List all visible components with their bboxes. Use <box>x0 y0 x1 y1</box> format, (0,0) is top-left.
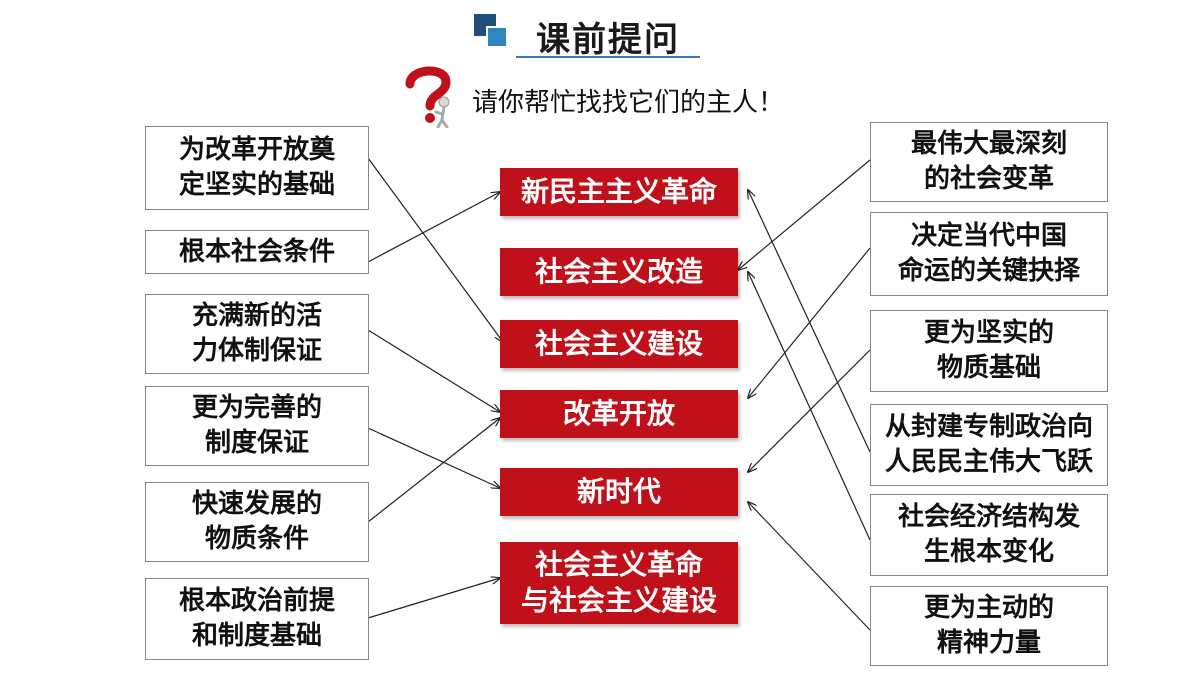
connector-arrow <box>748 190 871 453</box>
title-underline <box>516 56 700 58</box>
center-box: 新时代 <box>500 468 738 516</box>
connector-arrow <box>738 159 871 270</box>
right-item-box: 更为主动的 精神力量 <box>870 586 1108 666</box>
connector-arrow <box>748 502 871 631</box>
connector-arrow <box>367 427 500 488</box>
page-title: 课前提问 <box>536 20 680 60</box>
right-item-box: 社会经济结构发 生根本变化 <box>870 494 1108 576</box>
left-item-box: 根本社会条件 <box>145 230 369 274</box>
center-box: 新民主主义革命 <box>500 168 738 216</box>
right-item-box: 决定当代中国 命运的关键抉择 <box>870 212 1108 296</box>
connector-arrow <box>748 247 871 398</box>
title-block: 课前提问 <box>470 8 700 60</box>
connector-arrow <box>367 157 503 342</box>
center-box: 社会主义改造 <box>500 248 738 296</box>
right-item-box: 更为坚实的 物质基础 <box>870 310 1108 392</box>
left-item-box: 快速发展的 物质条件 <box>145 482 369 562</box>
left-item-box: 充满新的活 力体制保证 <box>145 294 369 374</box>
left-item-box: 更为完善的 制度保证 <box>145 386 369 466</box>
left-item-box: 为改革开放奠 定坚实的基础 <box>145 126 369 210</box>
right-item-box: 最伟大最深刻 的社会变革 <box>870 122 1108 202</box>
connector-arrow <box>748 349 871 472</box>
question-mark-figure-icon <box>405 66 451 128</box>
stacked-squares-icon <box>474 14 512 52</box>
center-box: 社会主义建设 <box>500 320 738 368</box>
center-box: 社会主义革命 与社会主义建设 <box>500 542 738 624</box>
connector-arrow <box>367 329 500 412</box>
connector-arrow <box>367 192 500 263</box>
center-box: 改革开放 <box>500 390 738 438</box>
connector-arrow <box>367 418 500 523</box>
connector-arrow <box>748 272 871 541</box>
right-item-box: 从封建专制政治向 人民民主伟大飞跃 <box>870 404 1108 486</box>
connector-arrow <box>367 578 500 619</box>
prompt-text: 请你帮忙找找它们的主人！ <box>472 88 785 118</box>
left-item-box: 根本政治前提 和制度基础 <box>145 578 369 660</box>
